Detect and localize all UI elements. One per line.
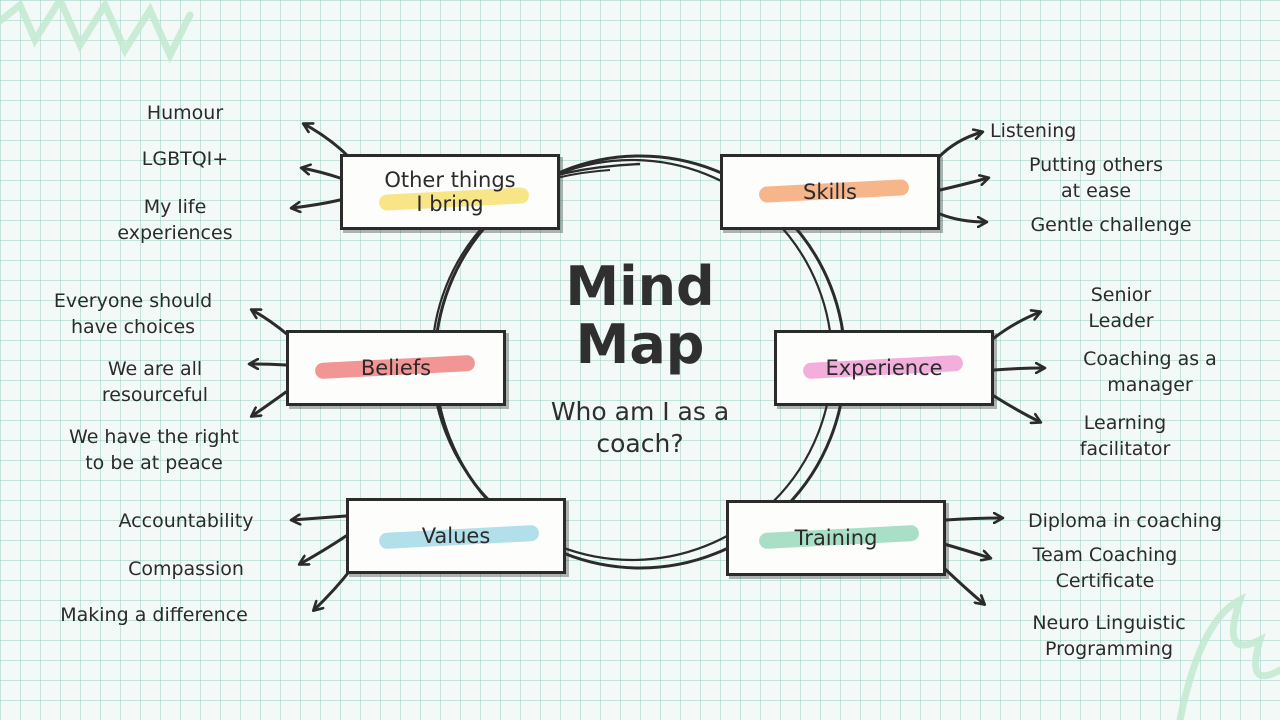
leaf-skills-3: Gentle challenge xyxy=(1030,214,1192,236)
arrow-beliefs-3 xyxy=(252,390,288,416)
page-subtitle: Who am I as a coach? xyxy=(550,397,730,458)
arrow-exp-1 xyxy=(992,312,1040,340)
arrow-other-1 xyxy=(304,124,352,160)
arrow-skills-1 xyxy=(936,132,982,160)
leaf-training-3: Neuro Linguistic Programming xyxy=(1032,612,1186,660)
arrow-exp-3 xyxy=(992,394,1040,422)
arrow-skills-2 xyxy=(938,178,988,192)
arrow-training-2 xyxy=(942,542,990,558)
leaf-other-1: Humour xyxy=(146,102,224,124)
branch-label-values: Values xyxy=(421,524,491,548)
arrow-other-2 xyxy=(302,168,342,180)
leaf-values-1: Accountability xyxy=(118,510,254,532)
branch-label-training: Training xyxy=(794,526,878,550)
arrow-values-3 xyxy=(314,566,354,610)
arrow-values-1 xyxy=(292,516,348,520)
leaf-beliefs-1: Everyone should have choices xyxy=(53,290,213,338)
leaf-exp-3: Learning facilitator xyxy=(1079,412,1171,460)
decor-scribble-bottom-right xyxy=(1176,593,1280,720)
leaf-training-1: Diploma in coaching xyxy=(1027,510,1222,532)
arrow-exp-2 xyxy=(992,368,1044,370)
branch-label-skills: Skills xyxy=(803,180,857,204)
branch-box-values: Values xyxy=(346,498,566,574)
leaf-values-2: Compassion xyxy=(128,558,244,580)
leaf-skills-1: Listening xyxy=(990,120,1077,142)
leaf-beliefs-3: We have the right to be at peace xyxy=(69,426,239,474)
arrow-values-2 xyxy=(300,534,348,564)
arrow-beliefs-2 xyxy=(250,364,288,365)
branch-box-other: Other things I bring xyxy=(340,154,560,230)
leaf-exp-2: Coaching as a manager xyxy=(1083,348,1217,396)
leaf-skills-2: Putting others at ease xyxy=(1028,154,1163,202)
arrow-skills-3 xyxy=(938,212,986,222)
arrow-beliefs-1 xyxy=(252,310,290,337)
leaf-training-2: Team Coaching Certificate xyxy=(1032,544,1178,592)
leaf-beliefs-2: We are all resourceful xyxy=(101,358,209,406)
leaf-other-2: LGBTQI+ xyxy=(141,148,229,170)
page-title: Mind Map xyxy=(565,255,715,376)
branch-label-experience: Experience xyxy=(825,356,943,380)
branch-box-training: Training xyxy=(726,500,946,576)
arrow-training-3 xyxy=(942,566,984,604)
leaf-values-3: Making a difference xyxy=(60,604,248,626)
leaf-exp-1: Senior Leader xyxy=(1088,284,1154,332)
arrow-training-1 xyxy=(944,518,1002,520)
branch-box-beliefs: Beliefs xyxy=(286,330,506,406)
branch-label-other: Other things I bring xyxy=(384,168,516,216)
leaf-other-3: My life experiences xyxy=(117,196,233,244)
branch-label-beliefs: Beliefs xyxy=(360,356,432,380)
decor-scribble-top-left xyxy=(0,0,194,64)
arrow-other-3 xyxy=(292,198,342,208)
branch-box-skills: Skills xyxy=(720,154,940,230)
branch-box-experience: Experience xyxy=(774,330,994,406)
